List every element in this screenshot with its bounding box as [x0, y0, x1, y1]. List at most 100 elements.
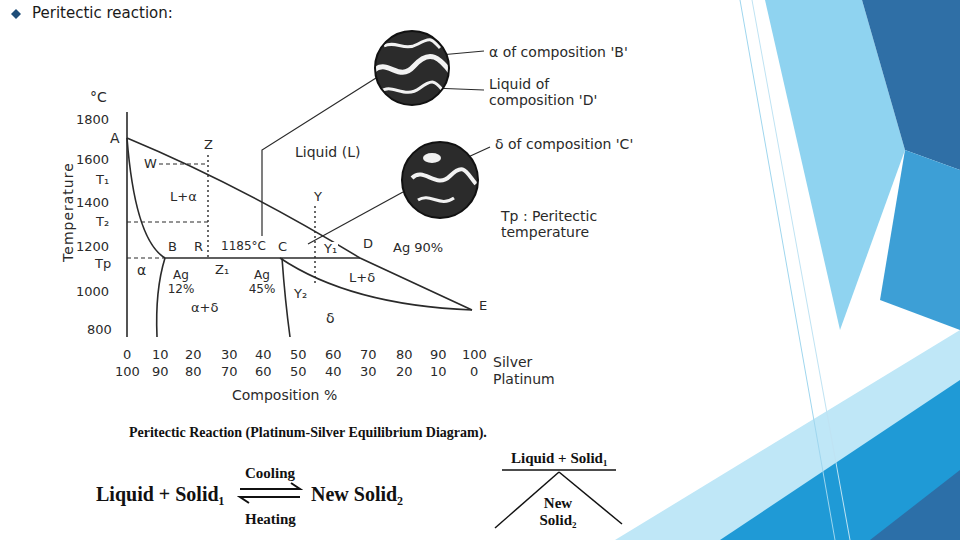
axis-name: Silver: [492, 354, 533, 370]
microstructure-inset: [372, 31, 452, 105]
reaction-arrows: [240, 483, 300, 503]
callout-text: Liquid of composition 'D': [488, 76, 620, 108]
axis-value: 10: [151, 348, 170, 363]
axis-value: 70: [359, 348, 378, 363]
phase-label: Liquid (L): [294, 144, 361, 160]
alpha-solidus: [127, 138, 165, 258]
equation-term: New Solid₂: [310, 483, 404, 506]
axis-value: 90: [429, 348, 448, 363]
axis-value: 70: [220, 365, 239, 380]
delta-solidus: [280, 258, 472, 310]
axis-value: 800: [86, 323, 113, 338]
point-letter: W: [143, 157, 158, 172]
alpha-solvus: [157, 258, 165, 337]
temperature-mark: T₁: [95, 173, 110, 188]
deco-line: [752, 0, 850, 540]
temperature-mark: T₂: [95, 215, 110, 230]
slide-decoration: [615, 0, 960, 540]
deco-mid-band: [880, 150, 960, 330]
axis-value: 0: [122, 348, 132, 363]
inset-leader: [262, 78, 376, 236]
axis-value: 60: [254, 365, 273, 380]
forward-harpoon: [240, 483, 300, 489]
axis-value: 100: [461, 348, 488, 363]
deco-line: [740, 0, 835, 540]
point-letter: Y₂: [293, 287, 308, 302]
liquid-film: [372, 56, 452, 74]
dashed-line: [127, 221, 208, 222]
callout-text: Tp : Peritectic temperature: [500, 208, 642, 240]
phase-label: δ: [325, 310, 336, 326]
axis-value: 50: [289, 365, 308, 380]
point-letter: R: [193, 240, 204, 255]
delta-grain: [423, 153, 441, 163]
dotted-line: [314, 206, 315, 286]
figure-caption: Peritectic Reaction (Platinum-Silver Equ…: [128, 425, 488, 441]
inset-circle: [402, 142, 478, 218]
microstructure-inset: [402, 142, 478, 218]
axis-value: 1000: [75, 285, 110, 300]
temperature-mark: Tp: [94, 257, 112, 272]
axis-value: 1200: [75, 240, 110, 255]
inset-rim: [402, 142, 478, 218]
axis-title: Temperature: [60, 161, 76, 263]
deco-dark-triangle: [870, 470, 960, 540]
point-letter: E: [478, 299, 488, 314]
arrow-label: Heating: [244, 511, 297, 528]
callout-text: α of composition 'B': [488, 44, 629, 60]
axis-value: 30: [359, 365, 378, 380]
composition-note: Ag 12%: [165, 269, 197, 297]
callout-text: δ of composition 'C': [494, 136, 634, 152]
axis-value: 60: [324, 348, 343, 363]
axis-value: 90: [151, 365, 170, 380]
dotted-line: [207, 155, 208, 260]
reverse-harpoon: [240, 497, 300, 503]
axis-value: 40: [324, 365, 343, 380]
scheme-underline: [502, 469, 616, 471]
axis-value: 1600: [75, 153, 110, 168]
point-letter: D: [362, 237, 374, 252]
axis-name: Platinum: [492, 371, 556, 387]
phase-label: L+α: [169, 190, 198, 205]
point-letter: A: [109, 130, 121, 146]
axis-value: 40: [254, 348, 273, 363]
equation-term: Liquid + Solid₁: [95, 483, 226, 506]
point-letter: Y₁: [323, 242, 338, 257]
liquid-film: [384, 40, 440, 48]
axis-value: 80: [184, 365, 203, 380]
deco-navy-band: [862, 0, 960, 170]
peritectic-line: [165, 257, 360, 259]
point-letter: C: [277, 240, 288, 255]
arrow-label: Cooling: [244, 465, 296, 482]
axis-value: 100: [114, 365, 141, 380]
title-bullet: [11, 9, 21, 19]
point-letter: Y: [313, 190, 323, 205]
axis-value: 20: [184, 348, 203, 363]
deco-bright-triangle: [720, 380, 960, 540]
dashed-line: [159, 163, 208, 164]
phase-label: L+δ: [348, 271, 376, 286]
scheme-term: Liquid + Solid₁: [510, 450, 608, 467]
point-letter: B: [167, 240, 178, 255]
axis-value: 1800: [75, 113, 110, 128]
axis-value: 30: [220, 348, 239, 363]
axis-unit: °C: [89, 89, 108, 105]
temperature-value: 1185°C: [220, 240, 267, 254]
slide-title: Peritectic reaction:: [31, 5, 174, 22]
composition-note: Ag 45%: [246, 269, 278, 297]
axis-value: 10: [429, 365, 448, 380]
point-letter: Z: [203, 138, 214, 153]
axis-value: 50: [289, 348, 308, 363]
axis-value: 0: [469, 365, 479, 380]
point-letter: Z₁: [214, 263, 230, 278]
composition-note: Ag 90%: [392, 241, 444, 256]
inset-rim: [375, 31, 449, 105]
phase-label: α: [136, 262, 147, 278]
axis-value: 1400: [75, 196, 110, 211]
axis-value: 20: [395, 365, 414, 380]
delta-grain: [418, 198, 454, 202]
deco-light-triangle: [615, 330, 960, 540]
phase-label: α+δ: [190, 301, 219, 316]
axis-value: 80: [395, 348, 414, 363]
